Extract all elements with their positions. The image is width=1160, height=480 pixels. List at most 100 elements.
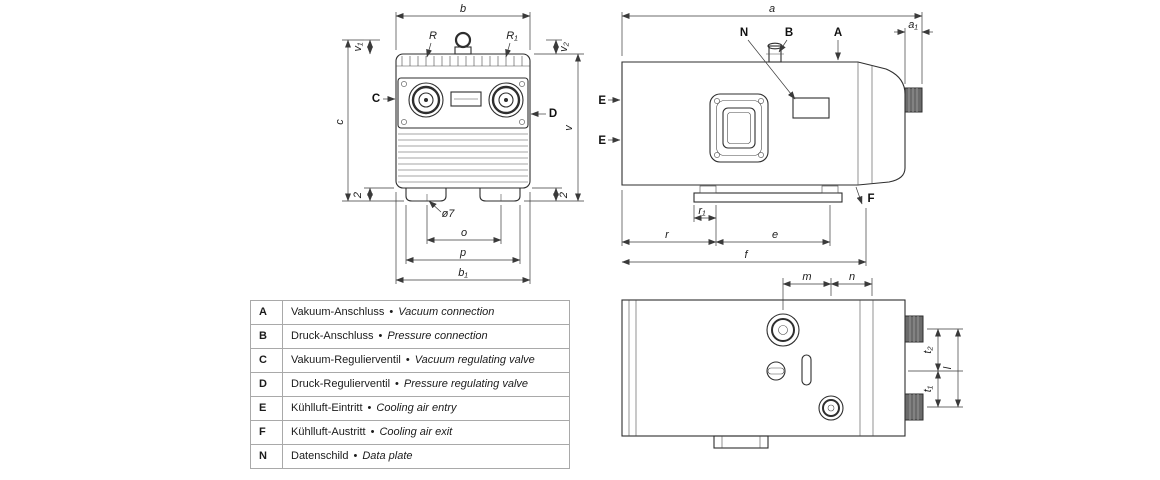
dim-label-v1: v₁ bbox=[352, 42, 364, 52]
dim-label-r1: r₁ bbox=[698, 205, 706, 217]
front-name-plate bbox=[450, 91, 482, 107]
dim-label-2-left: 2 bbox=[352, 192, 364, 199]
legend-key: C bbox=[250, 348, 283, 373]
pressure-connection-fitting bbox=[766, 42, 784, 63]
pump-body-top bbox=[621, 299, 906, 437]
side-view-dimensions: a a₁ N B A E E F r₁ r e f bbox=[598, 3, 933, 266]
dim-label-n: n bbox=[849, 271, 855, 283]
dim-label-2-right: 2 bbox=[558, 192, 570, 199]
dim-label-a: a bbox=[769, 3, 775, 15]
legend-key: E bbox=[250, 396, 283, 421]
dim-label-R1: R₁ bbox=[506, 30, 518, 42]
top-knurled-cap-lower bbox=[904, 393, 924, 421]
callout-label-C: C bbox=[372, 93, 380, 105]
callout-label-B: B bbox=[785, 27, 793, 39]
legend-key: F bbox=[250, 420, 283, 445]
callout-label-E-bottom: E bbox=[598, 135, 606, 147]
legend-term-de: Druck-Anschluss bbox=[291, 330, 374, 342]
legend-term-de: Kühlluft-Austritt bbox=[291, 426, 366, 438]
legend-term-en: Pressure connection bbox=[387, 330, 488, 342]
dim-label-v: v bbox=[563, 124, 575, 131]
lifting-eyebolt bbox=[454, 31, 472, 55]
dim-label-hole-dia: ø7 bbox=[442, 208, 456, 220]
pressure-connection-port bbox=[818, 395, 844, 421]
legend-desc: Druck-Regulierventil • Pressure regulating… bbox=[282, 372, 570, 397]
data-plate bbox=[792, 97, 830, 119]
legend-term-de: Vakuum-Regulierventil bbox=[291, 354, 401, 366]
dim-label-a1: a₁ bbox=[908, 19, 918, 31]
mounting-flange bbox=[709, 93, 769, 163]
callout-label-E-top: E bbox=[598, 95, 606, 107]
legend-term-en: Pressure regulating valve bbox=[403, 378, 529, 390]
dim-label-p: p bbox=[459, 247, 466, 259]
pump-body-side bbox=[621, 61, 906, 186]
legend-row: E Kühlluft-Eintritt•Cooling air entry bbox=[250, 396, 570, 421]
dim-label-l: l bbox=[942, 366, 954, 369]
legend-key: N bbox=[250, 444, 283, 469]
regulating-valve-right bbox=[488, 82, 524, 118]
dim-label-f: f bbox=[744, 249, 748, 261]
legend-separator: • bbox=[389, 306, 394, 318]
callout-label-D: D bbox=[549, 108, 557, 120]
legend-desc: Datenschild • Data plate bbox=[282, 444, 570, 469]
legend-term-en: Vacuum regulating valve bbox=[414, 354, 535, 366]
legend-separator: • bbox=[367, 402, 372, 414]
top-view-dimensions: m n t₂ t₁ l bbox=[782, 271, 963, 408]
legend-separator: • bbox=[370, 426, 375, 438]
regulating-valve-left bbox=[408, 82, 444, 118]
legend-term-en: Vacuum connection bbox=[398, 306, 495, 318]
sight-slot bbox=[801, 354, 812, 386]
front-view-drawing bbox=[395, 31, 531, 202]
callout-label-N: N bbox=[740, 27, 748, 39]
legend-separator: • bbox=[405, 354, 410, 366]
legend-desc: Kühlluft-Austritt • Cooling air exit bbox=[282, 420, 570, 445]
legend-row: C Vakuum-Regulierventil • Vacuum regulatin… bbox=[250, 348, 570, 373]
dim-label-c: c bbox=[334, 119, 346, 125]
dim-label-o: o bbox=[461, 227, 467, 239]
mounting-feet-side bbox=[693, 185, 843, 203]
vacuum-connection-port bbox=[766, 313, 800, 347]
dim-label-b: b bbox=[460, 3, 466, 15]
dim-label-R: R bbox=[429, 30, 437, 42]
mounting-feet-front bbox=[405, 188, 521, 202]
side-knurled-cap bbox=[904, 87, 923, 113]
legend-row: D Druck-Regulierventil • Pressure regulati… bbox=[250, 372, 570, 397]
dim-label-e: e bbox=[772, 229, 778, 241]
dim-label-v2: v₂ bbox=[558, 41, 570, 52]
legend-desc: Vakuum-Anschluss • Vacuum connection bbox=[282, 300, 570, 325]
legend-separator: • bbox=[395, 378, 399, 390]
legend-desc: Vakuum-Regulierventil • Vacuum regulating … bbox=[282, 348, 570, 373]
legend-desc: Druck-Anschluss•Pressure connection bbox=[282, 324, 570, 349]
dim-label-m: m bbox=[802, 271, 811, 283]
legend-term-de: Vakuum-Anschluss bbox=[291, 306, 385, 318]
side-view-drawing bbox=[621, 42, 923, 203]
legend-term-en: Cooling air exit bbox=[379, 426, 453, 438]
legend-row: F Kühlluft-Austritt • Cooling air exit bbox=[250, 420, 570, 445]
legend-desc: Kühlluft-Eintritt•Cooling air entry bbox=[282, 396, 570, 421]
legend-key: B bbox=[250, 324, 283, 349]
legend-table: A Vakuum-Anschluss • Vacuum connection B D… bbox=[250, 300, 570, 469]
legend-separator: • bbox=[353, 450, 358, 462]
mounting-foot-top bbox=[713, 435, 769, 449]
legend-key: D bbox=[250, 372, 283, 397]
dim-label-t2: t₂ bbox=[922, 346, 934, 354]
legend-row: N Datenschild • Data plate bbox=[250, 444, 570, 469]
callout-label-F: F bbox=[867, 193, 874, 205]
legend-term-de: Datenschild bbox=[291, 450, 349, 462]
legend-row: B Druck-Anschluss•Pressure connection bbox=[250, 324, 570, 349]
legend-term-de: Druck-Regulierventil bbox=[291, 378, 391, 390]
legend-term-de: Kühlluft-Eintritt bbox=[291, 402, 363, 414]
top-knurled-cap-upper bbox=[904, 315, 924, 343]
dim-label-t1: t₁ bbox=[922, 385, 934, 392]
dim-label-r: r bbox=[665, 229, 670, 241]
pump-body-front bbox=[395, 53, 531, 189]
screw-plug bbox=[766, 361, 786, 381]
front-view-dimensions: b R R₁ v₁ v₂ c C D v 2 2 bbox=[334, 3, 584, 284]
legend-key: A bbox=[250, 300, 283, 325]
legend-row: A Vakuum-Anschluss • Vacuum connection bbox=[250, 300, 570, 325]
dim-label-b1: b₁ bbox=[458, 267, 468, 279]
top-view-drawing bbox=[621, 299, 924, 449]
legend-term-en: Data plate bbox=[362, 450, 413, 462]
